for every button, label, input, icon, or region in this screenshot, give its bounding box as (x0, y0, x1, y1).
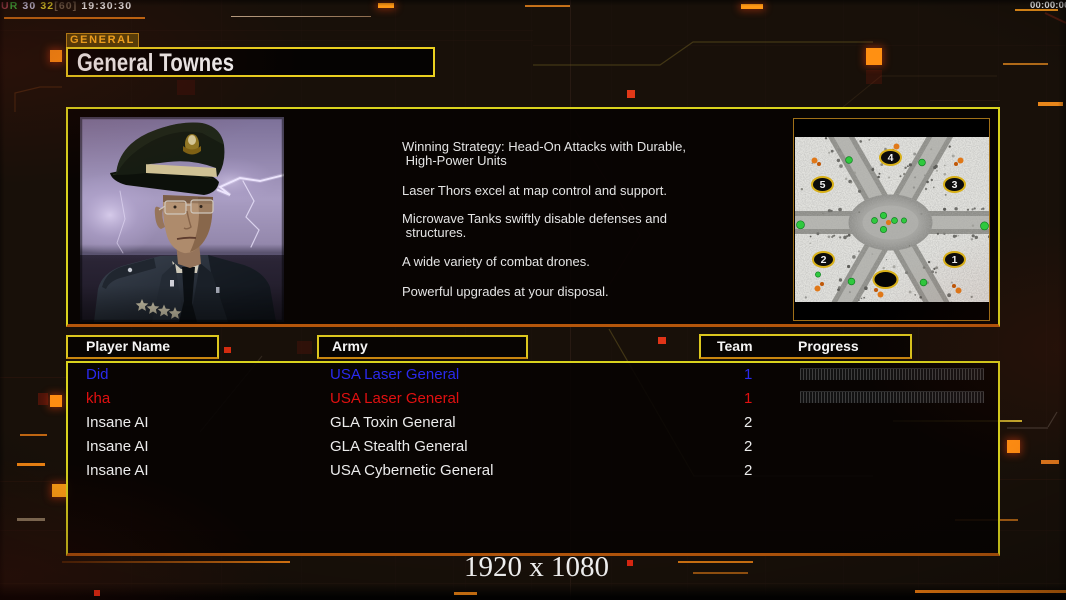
svg-text:5: 5 (819, 179, 825, 191)
svg-text:4: 4 (887, 152, 893, 164)
svg-text:1: 1 (951, 254, 957, 266)
svg-text:2: 2 (820, 254, 826, 266)
svg-text:3: 3 (951, 179, 957, 191)
